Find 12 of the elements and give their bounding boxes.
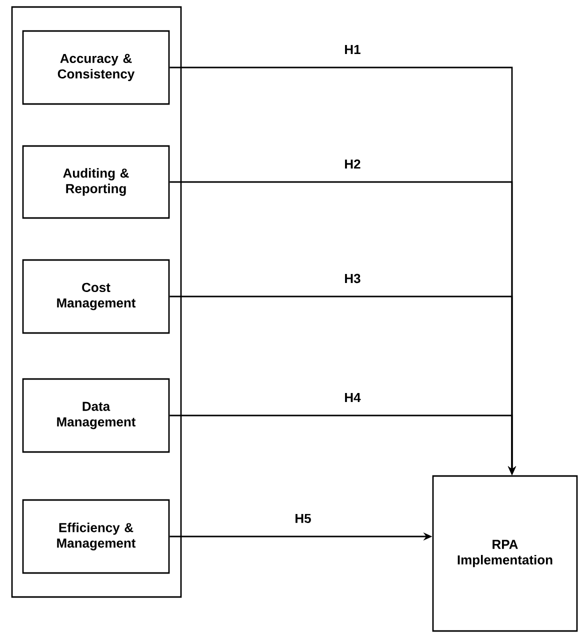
edge-label: H1	[343, 44, 362, 55]
factor-box: Accuracy & Consistency	[22, 30, 170, 105]
result-box: RPA Implementation	[432, 475, 578, 632]
edge-label: H2	[343, 158, 362, 170]
factor-box: Efficiency & Management	[22, 499, 170, 574]
edge-label: H4	[343, 392, 362, 403]
factor-box: Cost Management	[22, 259, 170, 334]
edge-label: H3	[343, 272, 362, 284]
factor-box: Auditing & Reporting	[22, 145, 170, 219]
group-box	[11, 6, 182, 598]
factor-box: Data Management	[22, 378, 170, 453]
edge-label: H5	[294, 512, 312, 524]
